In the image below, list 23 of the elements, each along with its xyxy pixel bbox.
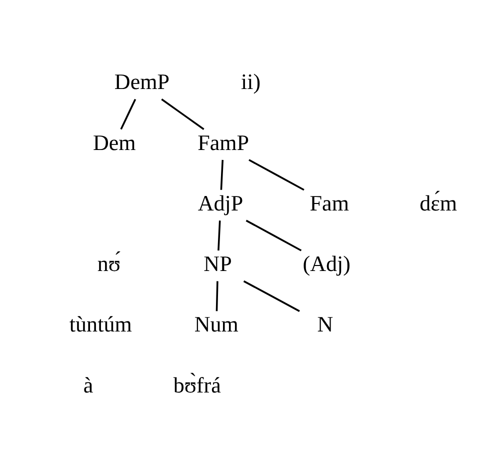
label: bʊ̀frá [172,372,220,397]
connector [220,159,224,190]
label: tùntúm [68,311,132,336]
connector [242,280,300,312]
node-text: FamP [197,129,249,154]
node-text: Num [194,311,238,336]
connector [160,98,204,130]
label: dɛ́m [419,190,456,215]
connector [248,158,304,190]
node-text: N [316,311,333,336]
connector [217,220,220,250]
label: à [82,372,93,397]
label: ii) [240,68,260,94]
node-text: AdjP [197,190,243,215]
node-text: DemP [114,68,170,94]
node-text: Fam [309,190,348,215]
node-text: Dem [92,129,136,154]
connector [120,98,136,130]
label: nʊ́ [96,250,120,276]
connector [245,219,302,251]
connector [215,280,218,311]
node-text: NP [203,250,232,276]
node-text: (Adj) [302,250,350,276]
